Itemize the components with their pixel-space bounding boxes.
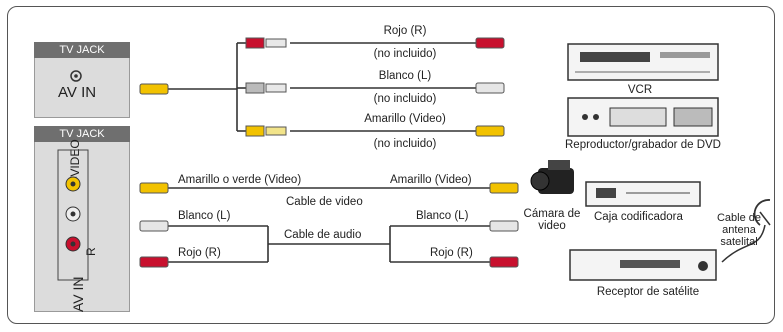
label-camera: Cámara de video <box>523 208 581 232</box>
plug-white-bottom-left <box>139 220 169 232</box>
label-red-left: Rojo (R) <box>178 247 221 259</box>
av-in-label-top: AV IN <box>58 84 97 101</box>
label-vcr: VCR <box>627 84 653 96</box>
label-white-note-top: (no incluido) <box>373 93 437 105</box>
label-red-right: Rojo (R) <box>430 247 473 259</box>
plug-white-top-right <box>475 82 505 94</box>
tv-jack-panel-bottom <box>34 126 130 312</box>
label-red-note-top: (no incluido) <box>373 48 437 60</box>
label-video-cable: Cable de video <box>286 196 363 208</box>
label-white-left: Blanco (L) <box>178 210 231 222</box>
vcr-icon <box>567 43 719 81</box>
antenna-cable-line <box>721 224 766 263</box>
plug-yellow-top-left <box>139 83 169 95</box>
audio-cable <box>168 225 490 263</box>
camera-icon <box>530 160 574 194</box>
plug-red-bottom-left <box>139 256 169 268</box>
label-video-right: Amarillo (Video) <box>390 174 472 186</box>
video-cable <box>139 182 519 194</box>
label-white-top: Blanco (L) <box>378 70 432 82</box>
label-audio-cable: Cable de audio <box>284 229 362 241</box>
tv-jack-tag-bottom: TV JACK <box>34 126 130 142</box>
cable-box-icon <box>585 181 701 207</box>
av-in-jack-icon <box>70 70 82 82</box>
plug-white-splitter <box>245 82 287 94</box>
plug-white-bottom-right <box>489 220 519 232</box>
tv-jack-tag-top: TV JACK <box>34 42 130 58</box>
label-video-left: Amarillo o verde (Video) <box>178 174 302 186</box>
plug-red-bottom-right <box>489 256 519 268</box>
jack-cluster <box>57 149 89 281</box>
label-antenna-cable: Cable de antena satelital <box>716 212 762 248</box>
label-dvd: Reproductor/grabador de DVD <box>565 139 721 151</box>
label-yellow-top: Amarillo (Video) <box>364 113 446 125</box>
label-white-right: Blanco (L) <box>416 210 469 222</box>
plug-yellow-top-right <box>475 125 505 137</box>
plug-yellow-splitter <box>245 125 287 137</box>
dvd-icon <box>567 97 719 137</box>
plug-red-splitter <box>245 37 287 49</box>
label-red-top: Rojo (R) <box>383 25 427 37</box>
label-yellow-note-top: (no incluido) <box>373 138 437 150</box>
splitter-cable <box>168 42 476 132</box>
satellite-receiver-icon <box>569 249 717 281</box>
label-satellite: Receptor de satélite <box>596 286 700 298</box>
antenna-dish-icon <box>753 199 771 226</box>
label-cable-box: Caja codificadora <box>594 211 683 223</box>
plug-red-top-right <box>475 37 505 49</box>
